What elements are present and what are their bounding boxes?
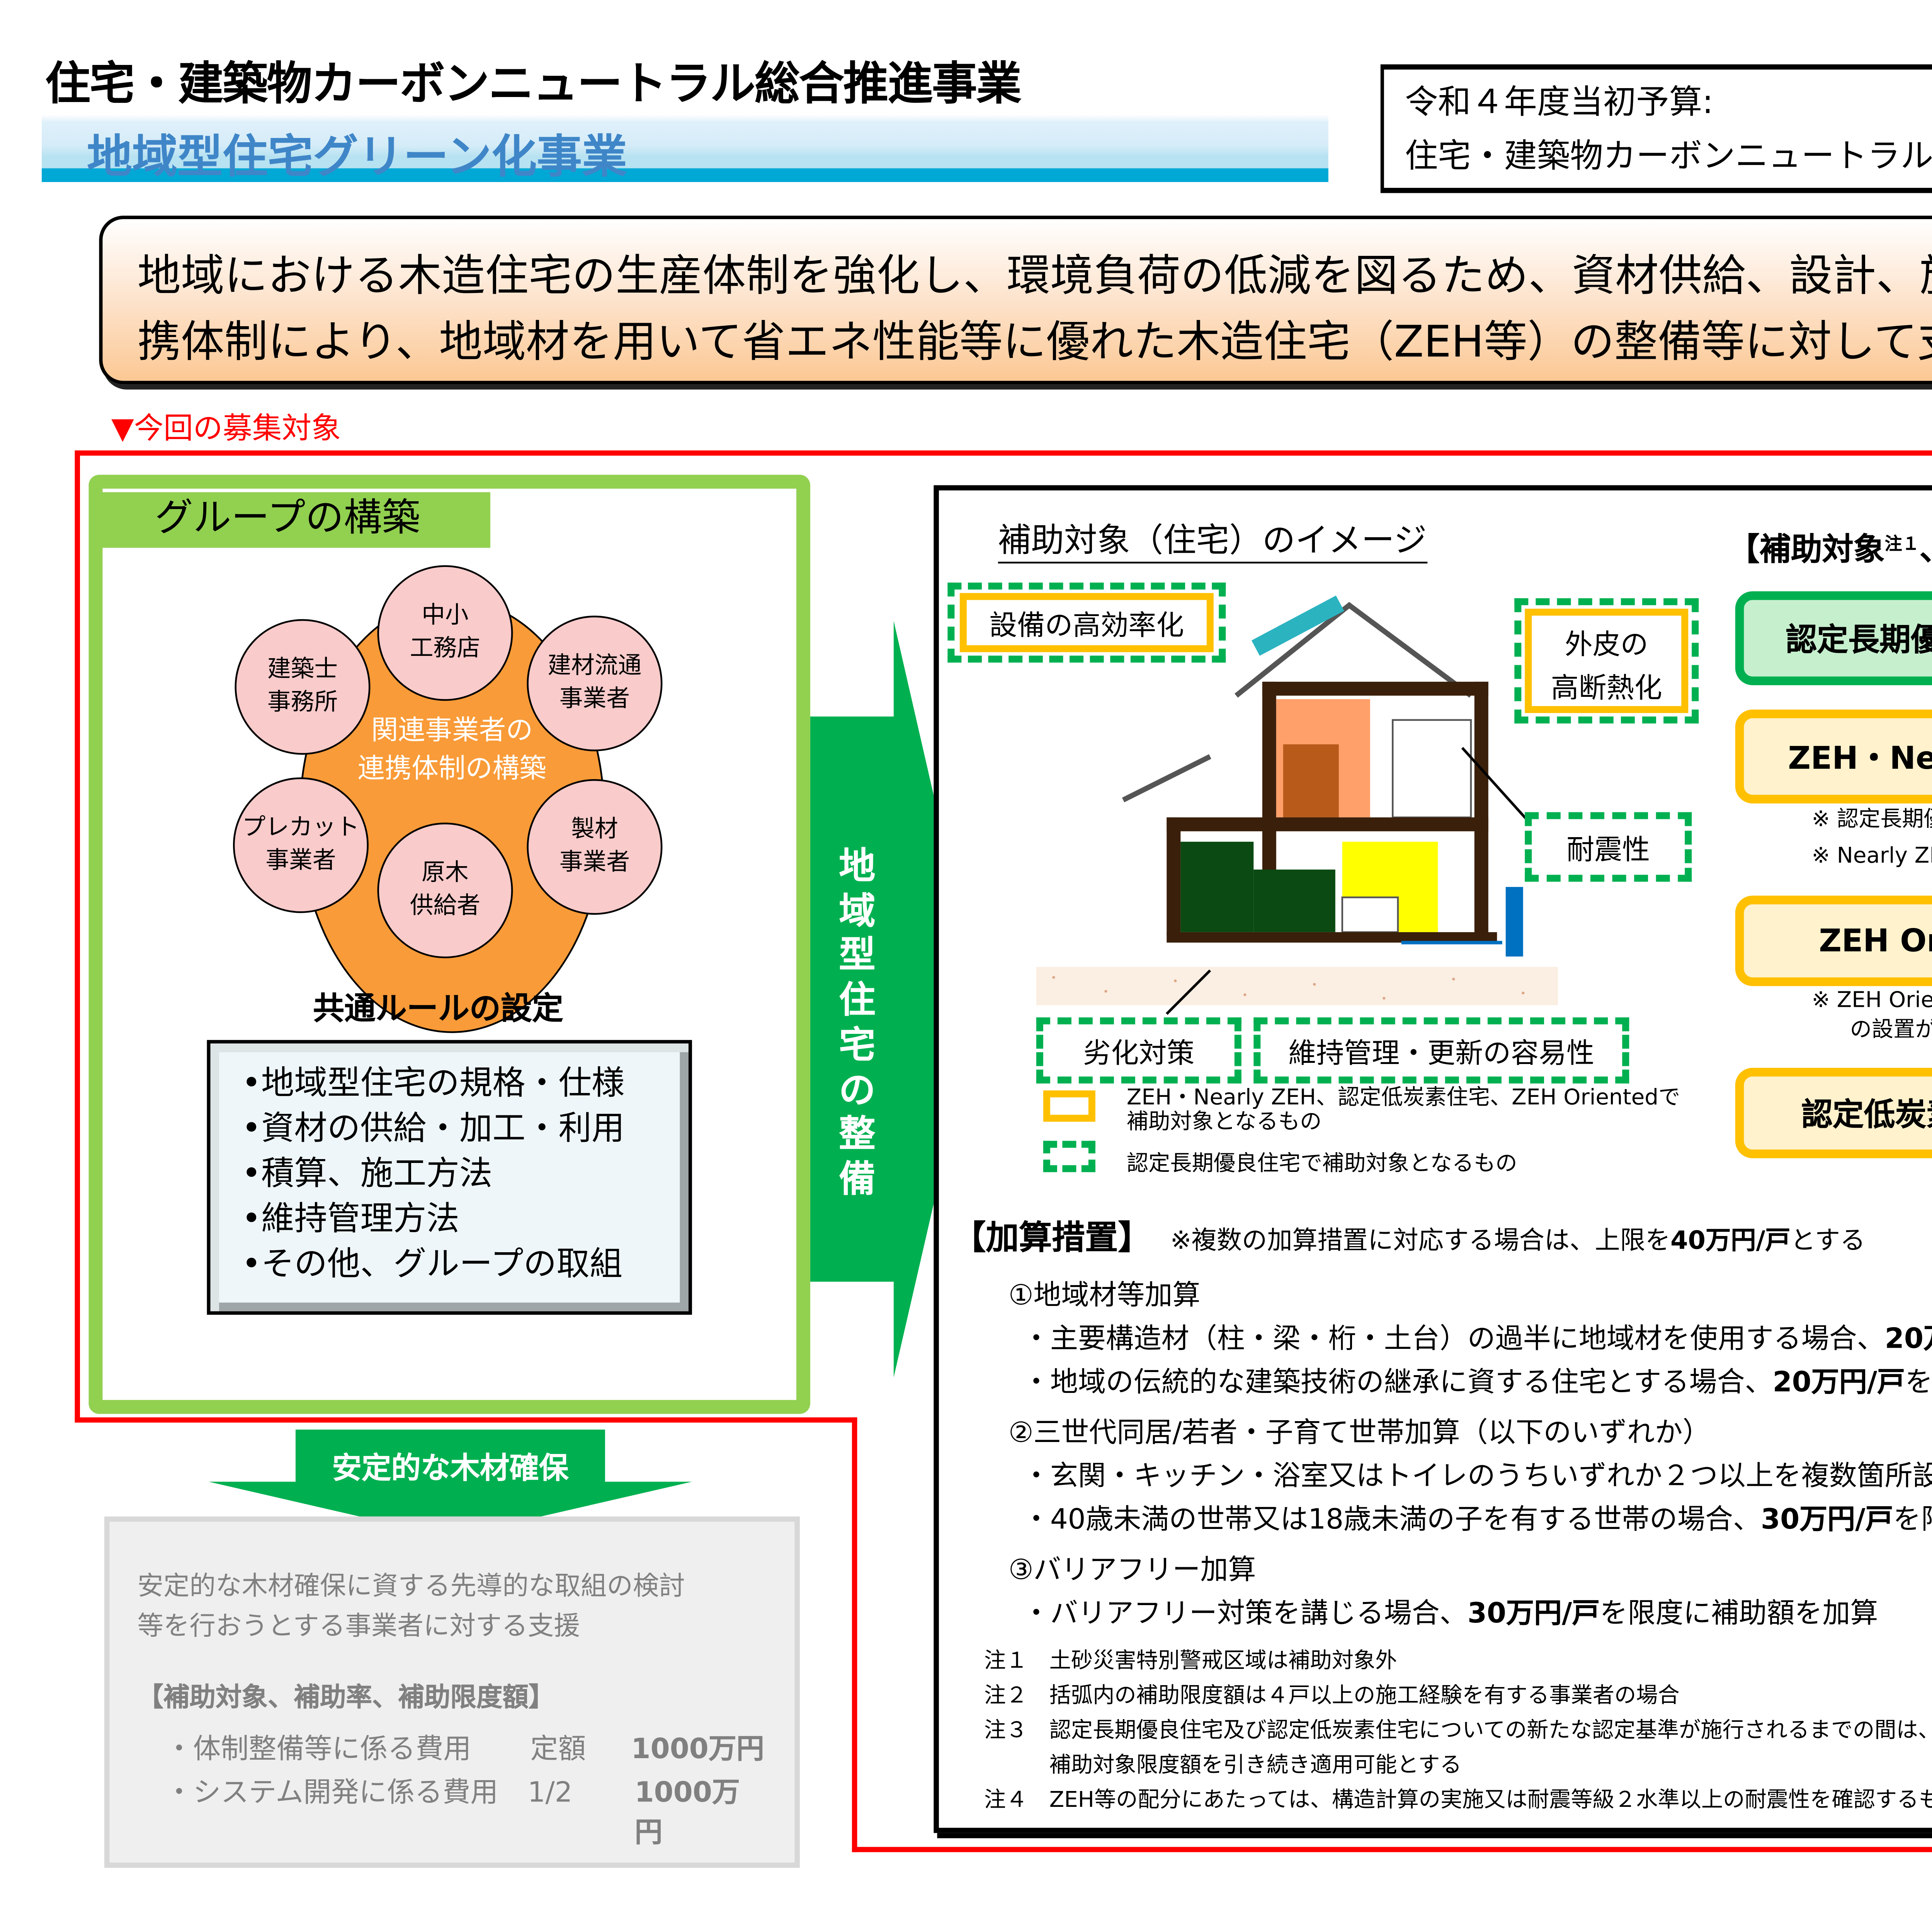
- kasan-item: ・玄関・キッチン・浴室又はトイレのうちいずれか２つ以上を複数箇所設置する場合、3…: [1022, 1459, 1932, 1492]
- collaboration-center-line-1: 関連事業者の: [371, 715, 533, 746]
- subsidy-item-zeh-oriented: ZEH Oriented注４: [1735, 896, 1932, 986]
- house-illustration: [1036, 595, 1558, 1015]
- rule-item: •資材の供給・加工・利用: [242, 1109, 625, 1148]
- footnote: 補助対象限度額を引き続き適用可能とする: [984, 1751, 1462, 1777]
- arrow-label: 地域型住 宅の整備: [839, 845, 876, 1200]
- footnote: 注３ 認定長期優良住宅及び認定低炭素住宅についての新たな認定基準が施行されるまで…: [984, 1716, 1932, 1743]
- footnote: 注１ 土砂災害特別警戒区域は補助対象外: [984, 1647, 1397, 1673]
- budget-line-1: 令和４年度当初予算:: [1405, 83, 1714, 122]
- timber-desc-line-1: 安定的な木材確保に資する先導的な取組の検討: [137, 1570, 685, 1602]
- rule-item: •積算、施工方法: [242, 1154, 493, 1193]
- legend-solid-orange-icon: [1043, 1090, 1095, 1122]
- rule-item: •維持管理方法: [242, 1200, 459, 1238]
- member-builder: 中小工務店: [377, 565, 513, 701]
- kasan-item: ・主要構造材（柱・梁・桁・土台）の過半に地域材を使用する場合、20万円/戸を限度…: [1022, 1321, 1932, 1355]
- zeh-oriented-note: ※ ZEH Orientedは都市部狭小地又は多雪地域により太陽光発電装置の設置…: [1811, 986, 1932, 1042]
- kasan-item: ・40歳未満の世帯又は18歳未満の子を有する世帯の場合、30万円/戸を限度に補助…: [1022, 1502, 1932, 1536]
- member-precut: プレカット事業者: [233, 777, 369, 913]
- label-envelope: 外皮の高断熱化: [1525, 608, 1689, 713]
- timber-subhead: 【補助対象、補助率、補助限度額】: [137, 1682, 555, 1713]
- budget-box: 令和４年度当初予算: 住宅・建築物カーボンニュートラル総合推進事業（200億円）…: [1380, 64, 1932, 193]
- timber-support-box: 安定的な木材確保に資する先導的な取組の検討 等を行おうとする事業者に対する支援 …: [104, 1516, 800, 1868]
- footnote: 注２ 括弧内の補助限度額は４戸以上の施工経験を有する事業者の場合: [984, 1682, 1680, 1708]
- budget-line-2: 住宅・建築物カーボンニュートラル総合推進事業（200億円）の内数: [1405, 137, 1932, 176]
- kasan-heading: 【加算措置】 ※複数の加算措置に対応する場合は、上限を40万円/戸とする: [952, 1219, 1866, 1258]
- rule-item: •地域型住宅の規格・仕様: [242, 1064, 625, 1103]
- label-equipment: 設備の高効率化: [959, 593, 1214, 652]
- subsidy-item-long-life: 認定長期優良住宅注３、注４: [1735, 591, 1932, 685]
- subsidy-item-low-carbon: 認定低炭素住宅注３、注４: [1735, 1067, 1932, 1158]
- recruit-outline-mid: [75, 1417, 857, 1423]
- kasan-item: ・地域の伝統的な建築技術の継承に資する住宅とする場合、20万円/戸を限度に補助額…: [1022, 1365, 1932, 1398]
- timber-arrow-label: 安定的な木材確保: [332, 1452, 569, 1487]
- image-title: 補助対象（住宅）のイメージ: [998, 515, 1427, 564]
- recruit-label: ▼今回の募集対象: [111, 412, 341, 447]
- label-maintenance: 維持管理・更新の容易性: [1253, 1017, 1629, 1084]
- subsidy-item-zeh: ZEH・Nearly ZEH注４: [1735, 709, 1932, 804]
- kasan-section-title: ③バリアフリー加算: [1008, 1553, 1256, 1586]
- description-box: 地域における木造住宅の生産体制を強化し、環境負荷の低減を図るため、資材供給、設計…: [99, 215, 1932, 385]
- legend-dashed-green-text: 認定長期優良住宅で補助対象となるもの: [1126, 1149, 1517, 1176]
- label-deterioration: 劣化対策: [1036, 1017, 1242, 1084]
- page-subtitle: 地域型住宅グリーン化事業: [87, 132, 628, 184]
- kasan-item: ・バリアフリー対策を講じる場合、30万円/戸を限度に補助額を加算: [1022, 1596, 1878, 1630]
- kasan-section-title: ①地域材等加算: [1008, 1278, 1201, 1311]
- zeh-note-2: ※ Nearly ZEHは寒冷地、低日射地域、多雪地域に限る: [1811, 841, 1932, 868]
- timber-desc-line-2: 等を行おうとする事業者に対する支援: [137, 1610, 580, 1642]
- member-sawmill: 製材事業者: [527, 779, 663, 915]
- recruit-outline-left: [75, 450, 80, 1419]
- rule-item: •その他、グループの取組: [242, 1245, 623, 1284]
- subtitle-band: [41, 114, 1328, 191]
- member-architect: 建築士事務所: [235, 619, 371, 755]
- zeh-note-1: ※ 認定長期優良住宅とする場合、10万円/戸 補助限度額を引き上げ: [1811, 805, 1932, 831]
- collaboration-center-line-2: 連携体制の構築: [357, 753, 547, 785]
- kasan-list: ①地域材等加算 ・主要構造材（柱・梁・桁・土台）の過半に地域材を使用する場合、2…: [1009, 1273, 1932, 1635]
- member-material-distributor: 建材流通事業者: [527, 615, 663, 751]
- recruit-outline-step: [852, 1417, 857, 1852]
- legend-solid-orange-text: ZEH・Nearly ZEH、認定低炭素住宅、ZEH Orientedで補助対象…: [1126, 1083, 1680, 1134]
- down-arrow-icon: [208, 1429, 692, 1537]
- common-rules-title: 共通ルールの設定: [313, 991, 563, 1028]
- kasan-section-title: ②三世代同居/若者・子育て世帯加算（以下のいずれか）: [1008, 1415, 1711, 1449]
- subsidy-heading: 【補助対象注１、補助限度額注２】: [1728, 532, 1932, 569]
- recruit-outline-top: [75, 450, 1932, 456]
- footnote: 注４ ZEH等の配分にあたっては、構造計算の実施又は耐震等級２水準以上の耐震性を…: [984, 1786, 1932, 1812]
- right-arrow-icon: [810, 621, 981, 1377]
- member-log-supplier: 原木供給者: [377, 822, 513, 958]
- description-line-2: 携体制により、地域材を用いて省エネ性能等に優れた木造住宅（ZEH等）の整備等に対…: [137, 316, 1932, 367]
- group-panel-header: グループの構築: [102, 492, 490, 548]
- page-title: 住宅・建築物カーボンニュートラル総合推進事業: [45, 59, 1022, 111]
- footnotes: 注１ 土砂災害特別警戒区域は補助対象外 注２ 括弧内の補助限度額は４戸以上の施工…: [984, 1643, 1932, 1817]
- label-seismic: 耐震性: [1525, 812, 1692, 882]
- legend-dashed-green-icon: [1043, 1141, 1095, 1172]
- description-line-1: 地域における木造住宅の生産体制を強化し、環境負荷の低減を図るため、資材供給、設計…: [137, 250, 1932, 301]
- common-rules-box: •地域型住宅の規格・仕様 •資材の供給・加工・利用 •積算、施工方法 •維持管理…: [207, 1040, 692, 1315]
- recruit-outline-bottom: [852, 1847, 1932, 1852]
